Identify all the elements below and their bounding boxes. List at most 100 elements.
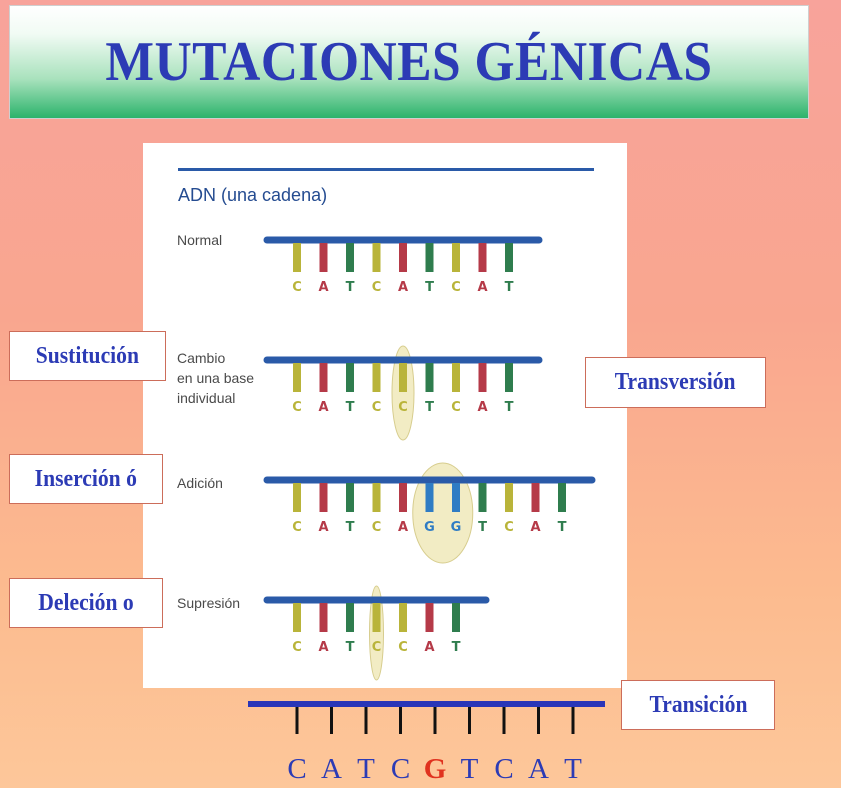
base-letter-supresion-4: C <box>398 640 408 655</box>
base-letter-normal-8: T <box>505 280 514 295</box>
base-letter-adicion-1: A <box>318 520 328 535</box>
base-bar-adicion-1 <box>319 483 328 512</box>
label-cambio-line-3: individual <box>177 390 236 406</box>
base-bar-adicion-7 <box>478 483 487 512</box>
base-bar-supresion-0 <box>293 603 301 632</box>
label-supresion: Supresión <box>177 593 240 613</box>
transition-letter-5: T <box>461 753 479 785</box>
base-letter-normal-2: T <box>346 280 355 295</box>
transition-letter-6: C <box>494 753 513 785</box>
base-letter-adicion-8: C <box>504 520 514 535</box>
base-bar-cambio-3 <box>372 363 381 392</box>
base-letter-supresion-6: T <box>452 640 461 655</box>
base-bar-adicion-5 <box>425 483 434 512</box>
base-letter-supresion-3: C <box>372 640 382 655</box>
base-letter-adicion-0: C <box>292 520 302 535</box>
base-letter-cambio-2: T <box>346 400 355 415</box>
base-letter-cambio-0: C <box>292 400 302 415</box>
panel-header: ADN (una cadena) <box>178 185 328 205</box>
base-letter-adicion-3: C <box>372 520 382 535</box>
base-letter-supresion-2: T <box>346 640 355 655</box>
base-letter-adicion-10: T <box>558 520 567 535</box>
base-bar-normal-6 <box>452 243 460 272</box>
base-letter-normal-3: C <box>372 280 382 295</box>
base-bar-cambio-7 <box>478 363 487 392</box>
base-bar-cambio-8 <box>505 363 513 392</box>
transition-letter-8: T <box>564 753 582 785</box>
base-letter-cambio-3: C <box>372 400 382 415</box>
base-bar-normal-5 <box>425 243 434 272</box>
base-bar-normal-8 <box>505 243 513 272</box>
callout-insercion: Inserción ó <box>9 454 163 504</box>
base-letter-supresion-5: A <box>424 640 434 655</box>
base-bar-cambio-6 <box>452 363 460 392</box>
label-supresion-line: Supresión <box>177 595 241 611</box>
base-letter-normal-6: C <box>451 280 461 295</box>
base-bar-adicion-8 <box>505 483 513 512</box>
base-bar-adicion-4 <box>399 483 407 512</box>
base-bar-cambio-4 <box>399 363 407 392</box>
label-cambio-line-2: en una base <box>177 370 255 386</box>
base-letter-cambio-8: T <box>505 400 514 415</box>
label-normal-line: Normal <box>177 232 223 248</box>
base-letter-normal-1: A <box>318 280 328 295</box>
base-bar-supresion-2 <box>346 603 354 632</box>
base-letter-adicion-5: G <box>424 520 435 535</box>
base-bar-adicion-2 <box>346 483 354 512</box>
base-letter-cambio-1: A <box>318 400 328 415</box>
callout-insercion-text: Inserción ó <box>34 465 138 492</box>
label-adicion-line: Adición <box>177 475 223 491</box>
base-letter-cambio-5: T <box>425 400 434 415</box>
transition-letter-3: C <box>391 753 410 785</box>
mutation-highlight-cambio <box>391 345 415 441</box>
base-bar-adicion-10 <box>558 483 566 512</box>
transition-letter-2: T <box>357 753 375 785</box>
transition-letter-7: A <box>528 753 549 785</box>
base-letter-supresion-0: C <box>292 640 302 655</box>
callout-transversion: Transversión <box>585 357 766 408</box>
base-letter-normal-7: A <box>477 280 487 295</box>
base-bar-normal-3 <box>372 243 381 272</box>
callout-sustitucion: Sustitución <box>9 331 166 381</box>
base-bar-supresion-5 <box>425 603 434 632</box>
base-bar-supresion-1 <box>319 603 328 632</box>
base-bar-normal-1 <box>319 243 328 272</box>
base-letter-supresion-1: A <box>318 640 328 655</box>
base-letter-adicion-9: A <box>530 520 540 535</box>
base-letter-adicion-2: T <box>346 520 355 535</box>
label-cambio: Cambio en una base individual <box>177 348 254 408</box>
callout-transicion: Transición <box>621 680 775 730</box>
transition-letter-4: G <box>424 753 447 785</box>
base-letter-cambio-6: C <box>451 400 461 415</box>
base-bar-supresion-6 <box>452 603 460 632</box>
callout-transicion-text: Transición <box>648 691 748 718</box>
transition-letter-0: C <box>287 753 306 785</box>
base-letter-normal-5: T <box>425 280 434 295</box>
base-bar-adicion-9 <box>531 483 540 512</box>
base-bar-adicion-0 <box>293 483 301 512</box>
base-bar-supresion-3 <box>372 603 381 632</box>
label-normal: Normal <box>177 230 222 250</box>
base-bar-cambio-5 <box>425 363 434 392</box>
base-bar-cambio-2 <box>346 363 354 392</box>
base-bar-normal-7 <box>478 243 487 272</box>
base-letter-cambio-7: A <box>477 400 487 415</box>
transition-letter-1: A <box>321 753 342 785</box>
title-banner: MUTACIONES GÉNICAS <box>9 5 809 119</box>
callout-delecion: Deleción o <box>9 578 163 628</box>
base-bar-normal-0 <box>293 243 301 272</box>
page-title: MUTACIONES GÉNICAS <box>105 31 713 93</box>
callout-sustitucion-text: Sustitución <box>35 342 140 369</box>
base-bar-cambio-1 <box>319 363 328 392</box>
base-bar-adicion-6 <box>452 483 460 512</box>
base-bar-normal-2 <box>346 243 354 272</box>
base-bar-normal-4 <box>399 243 407 272</box>
base-bar-cambio-0 <box>293 363 301 392</box>
base-bar-supresion-4 <box>399 603 407 632</box>
base-letter-adicion-7: T <box>478 520 487 535</box>
base-letter-adicion-4: A <box>398 520 408 535</box>
callout-transversion-text: Transversión <box>615 369 736 395</box>
label-cambio-line-1: Cambio <box>177 350 226 366</box>
callout-delecion-text: Deleción o <box>38 589 134 616</box>
